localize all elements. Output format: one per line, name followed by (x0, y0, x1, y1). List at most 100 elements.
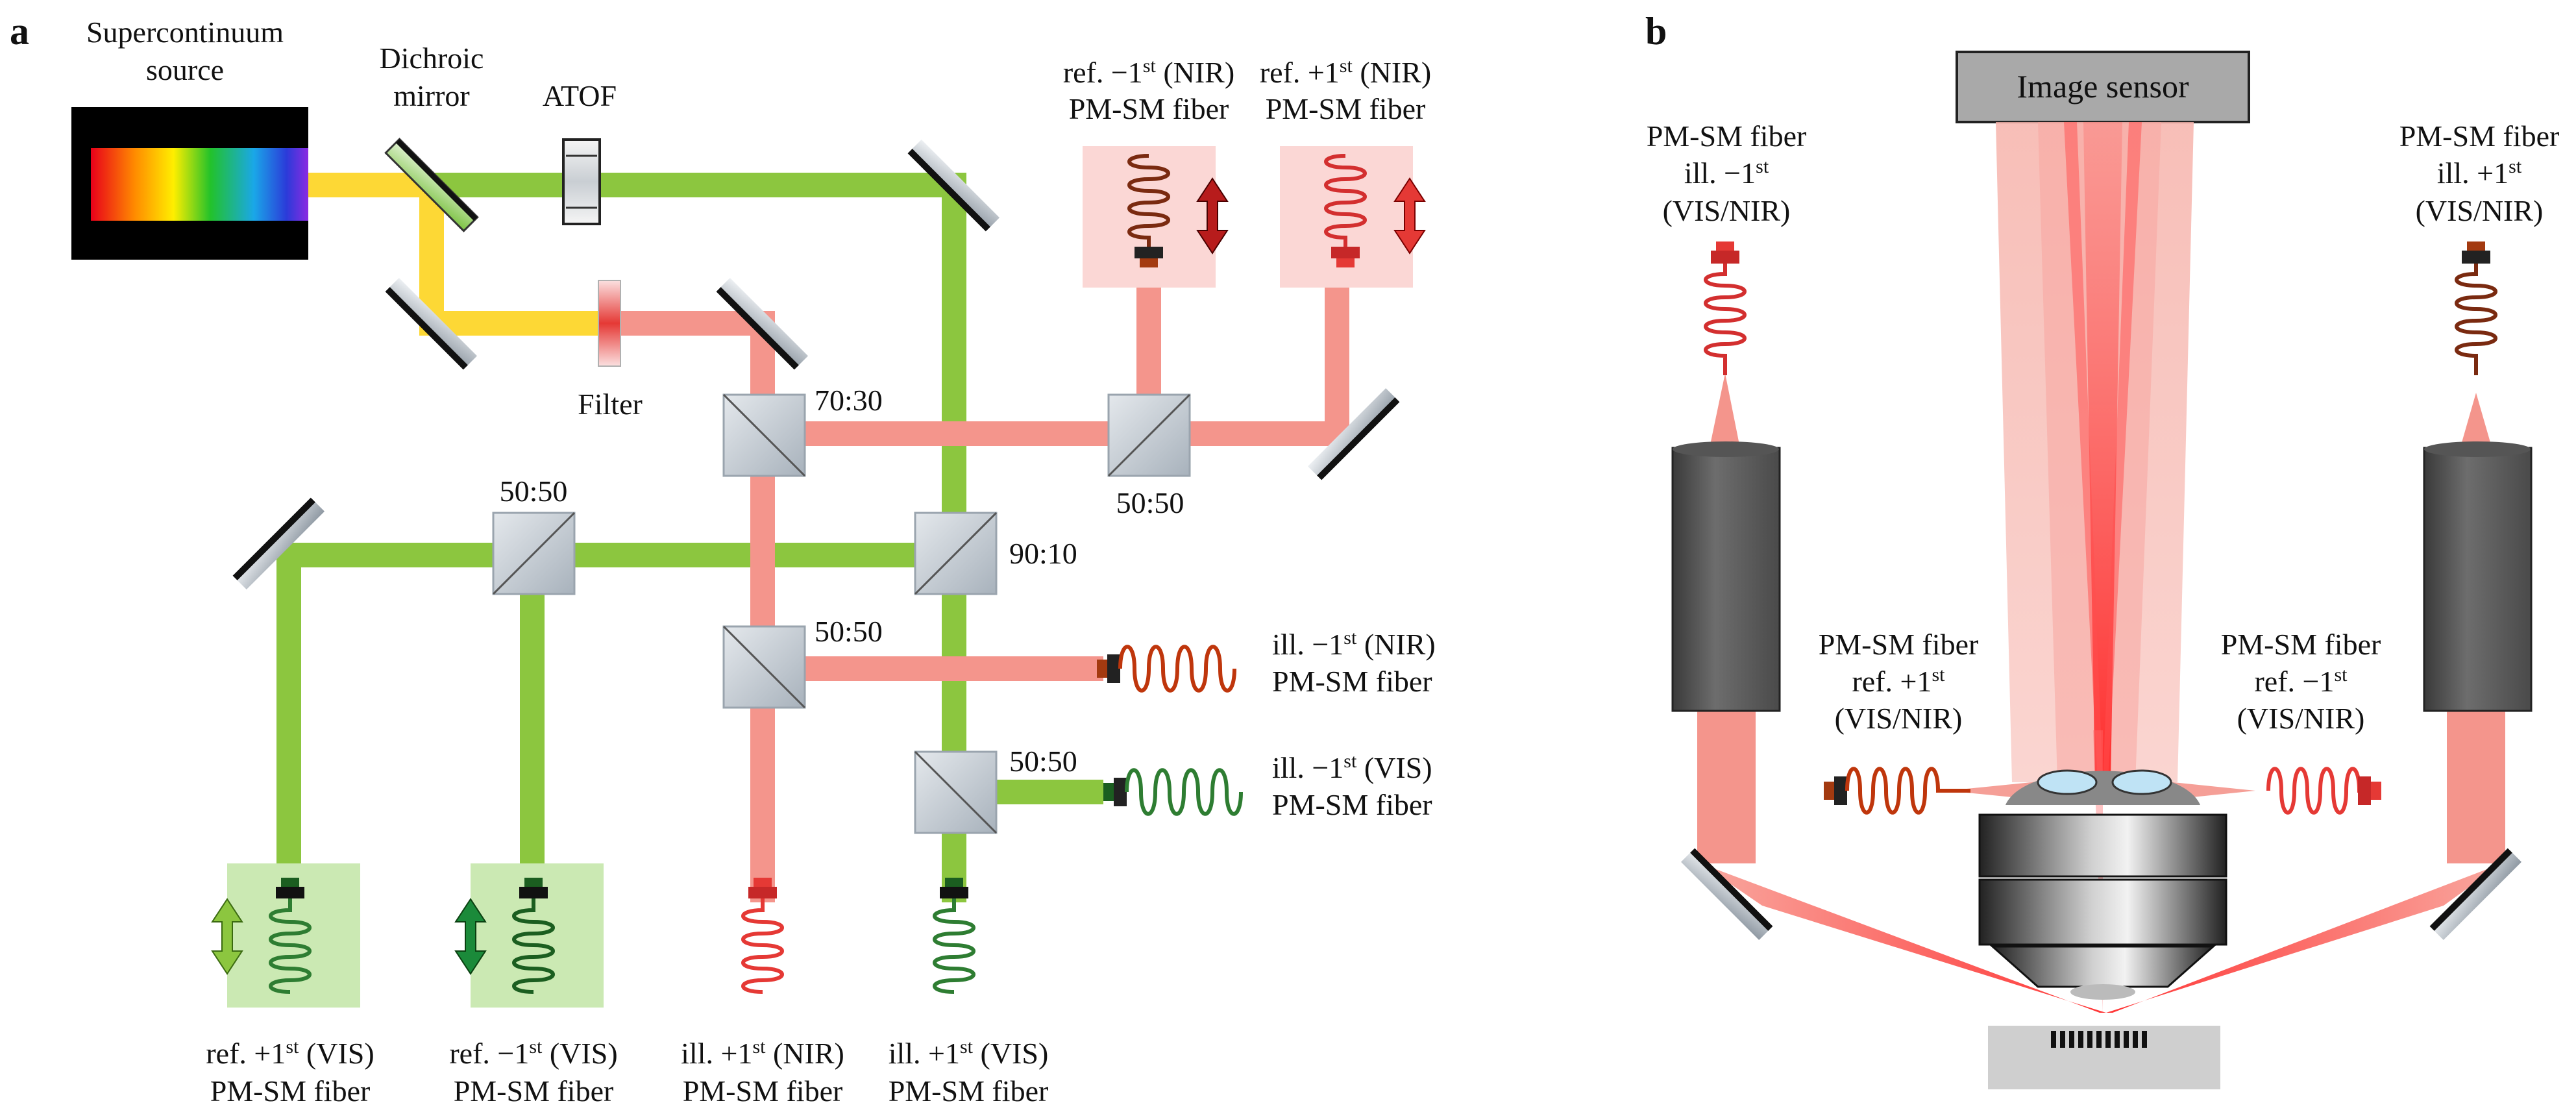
svg-text:ill. +1st: ill. +1st (2437, 156, 2522, 190)
svg-text:ill. +1st (NIR): ill. +1st (NIR) (681, 1036, 844, 1070)
label-ill-m1-vis: ill. −1st (VIS) PM-SM fiber (1272, 750, 1432, 821)
dichroic-label-line2: mirror (393, 79, 470, 112)
fiber-ref-m1-vis (512, 878, 555, 994)
fiber-b-ref-p1 (1824, 767, 1970, 815)
mirror-bottom-left (385, 277, 478, 370)
svg-text:PM-SM fiber: PM-SM fiber (1069, 92, 1229, 125)
beam-splitter-50-50-green (492, 512, 576, 595)
mirror-ref-plus-nir (1307, 388, 1400, 480)
mirror-b-left (1680, 848, 1773, 941)
objective-lens (1978, 769, 2227, 1000)
detection-beams (1996, 122, 2194, 782)
svg-text:PM-SM fiber: PM-SM fiber (454, 1074, 614, 1108)
collimator-right (2423, 441, 2533, 712)
label-b-right-ref: PM-SM fiber ref. −1st (VIS/NIR) (2221, 628, 2381, 735)
svg-text:ref. −1st (NIR): ref. −1st (NIR) (1063, 55, 1234, 89)
fiber-ill-p1-vis (933, 878, 975, 994)
source-label-line2: source (146, 53, 224, 86)
label-ref-p1-nir: ref. +1st (NIR) PM-SM fiber (1260, 55, 1431, 125)
mirror-b-right (2429, 848, 2522, 941)
label-ref-m1-vis: ref. −1st (VIS) PM-SM fiber (449, 1036, 617, 1108)
supercontinuum-source (71, 107, 308, 260)
fiber-ill-p1-nir (741, 878, 784, 994)
fiber-b-ill-m1 (1704, 241, 1747, 375)
label-b-left-ref: PM-SM fiber ref. +1st (VIS/NIR) (1819, 628, 1979, 735)
atof-label: ATOF (543, 79, 617, 112)
collimator-left (1671, 441, 1781, 712)
label-ill-p1-vis: ill. +1st (VIS) PM-SM fiber (889, 1036, 1049, 1108)
ratio-50-50-green: 50:50 (500, 475, 568, 508)
svg-text:Image sensor: Image sensor (2017, 68, 2189, 105)
ratio-90-10: 90:10 (1009, 537, 1077, 570)
dichroic-mirror (384, 138, 479, 232)
label-ill-p1-nir: ill. +1st (NIR) PM-SM fiber (681, 1036, 844, 1108)
panel-label-b: b (1645, 10, 1667, 53)
sample-features (2051, 1031, 2147, 1048)
label-b-left-top: PM-SM fiber ill. −1st (VIS/NIR) (1647, 119, 1807, 227)
fiber-ref-p1-nir (1324, 154, 1367, 267)
fiber-ill-m1-nir (1097, 645, 1236, 693)
svg-text:(VIS/NIR): (VIS/NIR) (1835, 702, 1963, 735)
svg-text:PM-SM fiber: PM-SM fiber (1647, 119, 1807, 153)
beam-splitter-70-30 (722, 393, 806, 477)
svg-text:(VIS/NIR): (VIS/NIR) (1663, 194, 1791, 227)
svg-text:PM-SM fiber: PM-SM fiber (683, 1074, 843, 1108)
svg-text:PM-SM fiber: PM-SM fiber (889, 1074, 1049, 1108)
fiber-ref-m1-nir (1127, 154, 1170, 267)
ratio-50-50-ref: 50:50 (1116, 486, 1184, 519)
dichroic-label-line1: Dichroic (380, 42, 484, 75)
svg-text:ill. +1st (VIS): ill. +1st (VIS) (889, 1036, 1049, 1070)
svg-text:PM-SM fiber: PM-SM fiber (1272, 665, 1432, 698)
svg-text:ill. −1st (NIR): ill. −1st (NIR) (1272, 627, 1436, 661)
svg-text:PM-SM fiber: PM-SM fiber (2221, 628, 2381, 661)
panel-label-a: a (10, 10, 29, 53)
translation-arrow-ref-p1-vis (211, 898, 243, 975)
svg-text:PM-SM fiber: PM-SM fiber (1266, 92, 1426, 125)
image-sensor: Image sensor (1956, 51, 2250, 123)
svg-text:ref. +1st (NIR): ref. +1st (NIR) (1260, 55, 1431, 89)
source-spectrum (91, 148, 308, 221)
label-ref-p1-vis: ref. +1st (VIS) PM-SM fiber (206, 1036, 374, 1108)
svg-text:ref. +1st: ref. +1st (1852, 664, 1945, 698)
label-ref-m1-nir: ref. −1st (NIR) PM-SM fiber (1063, 55, 1234, 125)
translation-arrow-ref-p1-nir (1393, 177, 1426, 254)
translation-arrow-ref-m1-nir (1196, 177, 1229, 254)
atof-crystal (562, 138, 601, 225)
fiber-ref-p1-vis (269, 878, 312, 994)
red-beam-ref (763, 267, 1349, 446)
ratio-70-30: 70:30 (815, 384, 883, 417)
filter (598, 280, 621, 367)
label-ill-m1-nir: ill. −1st (NIR) PM-SM fiber (1272, 627, 1436, 698)
beam-splitter-50-50-ill-vis (914, 750, 998, 834)
mirror-green-left (232, 497, 325, 590)
filter-label: Filter (578, 388, 643, 421)
source-label-line1: Supercontinuum (86, 16, 284, 49)
fiber-b-ref-m1 (2266, 767, 2381, 815)
svg-text:ref. −1st: ref. −1st (2254, 664, 2348, 698)
svg-text:ill. −1st (VIS): ill. −1st (VIS) (1272, 750, 1432, 784)
green-beam-left (276, 543, 954, 896)
fiber-ill-m1-vis (1103, 768, 1243, 816)
svg-text:PM-SM fiber: PM-SM fiber (210, 1074, 371, 1108)
svg-text:PM-SM fiber: PM-SM fiber (1272, 788, 1432, 821)
translation-arrow-ref-m1-vis (454, 898, 487, 975)
svg-text:ref. −1st (VIS): ref. −1st (VIS) (449, 1036, 617, 1070)
beam-splitter-90-10 (914, 512, 998, 595)
sample-slide (1988, 1026, 2220, 1089)
svg-text:ref. +1st (VIS): ref. +1st (VIS) (206, 1036, 374, 1070)
beam-splitter-50-50-ill-nir (722, 625, 806, 709)
mirror-top-right (907, 139, 1000, 232)
ratio-50-50-ill-nir: 50:50 (815, 615, 883, 648)
svg-text:PM-SM fiber: PM-SM fiber (1819, 628, 1979, 661)
ratio-50-50-ill-vis: 50:50 (1009, 745, 1077, 778)
fiber-b-ill-p1 (2455, 241, 2497, 375)
beam-splitter-50-50-ref (1107, 393, 1191, 477)
svg-text:PM-SM fiber: PM-SM fiber (2399, 119, 2560, 153)
label-b-right-top: PM-SM fiber ill. +1st (VIS/NIR) (2399, 119, 2560, 227)
beam-paths (276, 173, 1349, 902)
mirror-red-turn (716, 277, 809, 370)
svg-text:(VIS/NIR): (VIS/NIR) (2237, 702, 2365, 735)
svg-text:(VIS/NIR): (VIS/NIR) (2416, 194, 2544, 227)
svg-text:ill. −1st: ill. −1st (1684, 156, 1769, 190)
